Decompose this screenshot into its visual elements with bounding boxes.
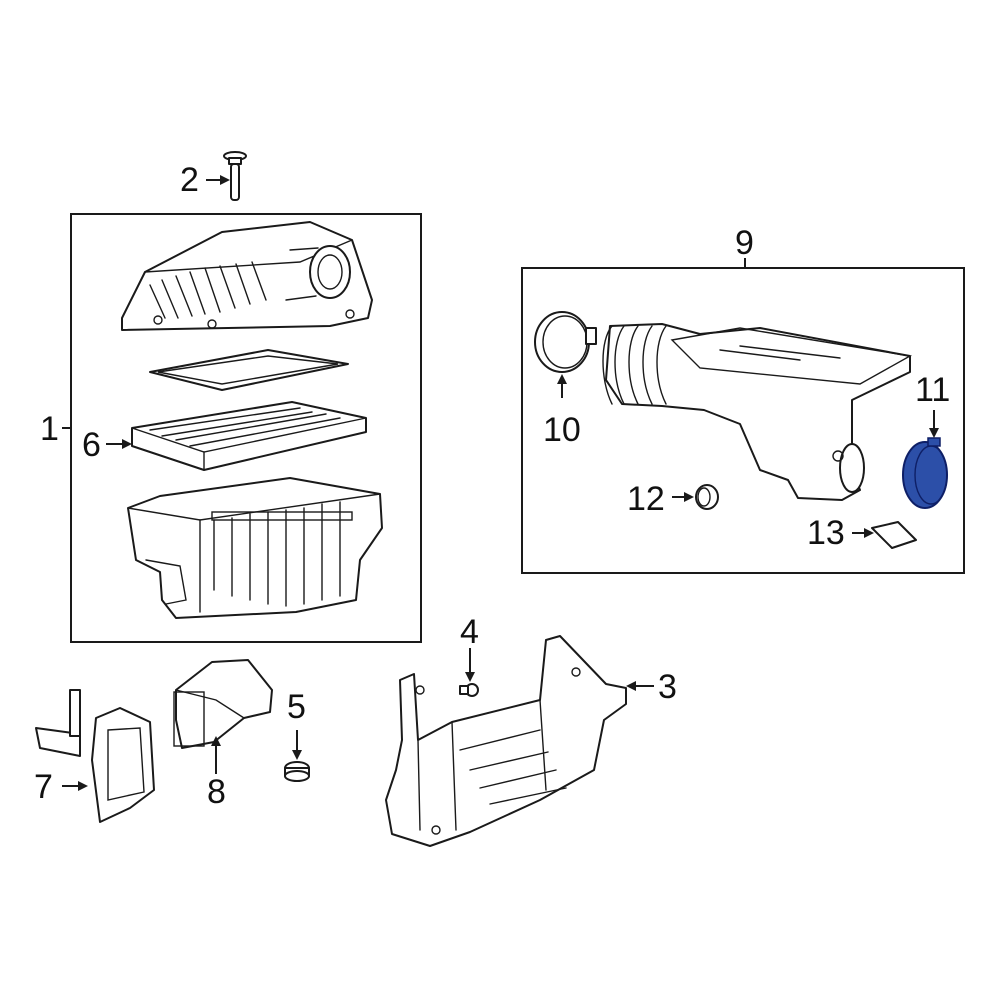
callout-1: 1 (40, 410, 59, 448)
callout-11: 11 (915, 371, 951, 409)
callout-5: 5 (287, 688, 306, 726)
bolt-part-4 (459, 683, 479, 697)
clamp-part-11-highlighted (902, 437, 948, 509)
duct-part-8 (173, 659, 273, 749)
callout-13: 13 (807, 514, 845, 552)
group-box-9 (521, 267, 965, 574)
air-cleaner-lid (121, 221, 373, 331)
bolt-part-2 (223, 151, 247, 201)
gasket (149, 349, 349, 391)
callout-8: 8 (207, 773, 226, 811)
callout-2: 2 (180, 161, 199, 199)
callout-9: 9 (735, 224, 754, 262)
callout-7: 7 (34, 768, 53, 806)
air-cleaner-housing (127, 477, 383, 619)
air-inlet-duct-part-9 (602, 323, 913, 501)
callout-3: 3 (658, 668, 677, 706)
nut-part-5 (284, 761, 310, 782)
clamp-part-10 (534, 311, 597, 373)
callout-4: 4 (460, 613, 479, 651)
clip-part-13 (871, 521, 917, 549)
callout-12: 12 (627, 480, 665, 518)
callout-6: 6 (82, 426, 101, 464)
bracket-part-7 (35, 689, 155, 823)
grommet-part-12 (695, 484, 719, 510)
air-filter-part-6 (131, 401, 367, 471)
support-tray-part-3 (385, 635, 627, 847)
callout-10: 10 (543, 411, 581, 449)
